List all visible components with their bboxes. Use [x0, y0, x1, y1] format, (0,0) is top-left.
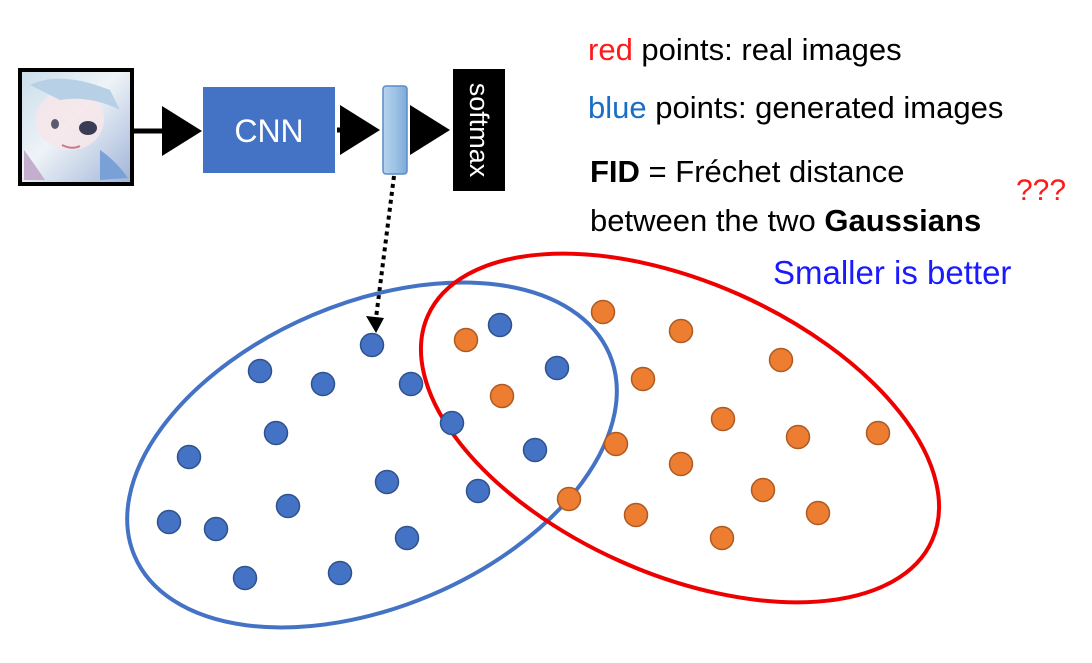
real-point [668, 318, 694, 344]
generated-point [487, 312, 513, 338]
real-point [768, 347, 794, 373]
real-point [603, 431, 629, 457]
fid-gaussians: Gaussians [824, 203, 982, 238]
generated-point [275, 493, 301, 519]
dotted-arrow-to-point [374, 175, 396, 319]
real-point [709, 525, 735, 551]
legend-red-rest: points: real images [632, 32, 902, 67]
legend-blue-rest: points: generated images [646, 90, 1004, 125]
input-image [18, 68, 134, 186]
generated-point [359, 332, 385, 358]
fid-line-1: FID = Fréchet distance [590, 154, 904, 190]
legend-red-word: red [588, 32, 633, 67]
fid-line-2: between the two Gaussians [590, 203, 981, 239]
real-points [453, 299, 891, 551]
dotted-arrow-head [366, 316, 384, 333]
generated-point [439, 410, 465, 436]
real-point [865, 420, 891, 446]
generated-point [374, 469, 400, 495]
generated-point [247, 358, 273, 384]
generated-point [394, 525, 420, 551]
real-point [489, 383, 515, 409]
legend-blue-word: blue [588, 90, 647, 125]
generated-point [522, 437, 548, 463]
fid-definition-2: between the two [590, 203, 825, 238]
generated-point [310, 371, 336, 397]
real-point [750, 477, 776, 503]
legend-blue: blue points: generated images [588, 90, 1003, 126]
real-point [805, 500, 831, 526]
real-point [556, 486, 582, 512]
cnn-label: CNN [234, 113, 303, 149]
real-point [668, 451, 694, 477]
fid-definition-1: = Fréchet distance [639, 154, 905, 189]
generated-point [232, 565, 258, 591]
generated-point [203, 516, 229, 542]
question-marks: ??? [1016, 174, 1067, 207]
softmax-box [453, 69, 505, 191]
real-point [590, 299, 616, 325]
real-point [630, 366, 656, 392]
softmax-label: softmax [464, 83, 494, 178]
real-gaussian-ellipse [418, 251, 942, 605]
smaller-is-better-note: Smaller is better [773, 254, 1012, 291]
generated-gaussian-ellipse [125, 280, 619, 630]
generated-point [263, 420, 289, 446]
real-point [710, 406, 736, 432]
generated-point [398, 371, 424, 397]
real-point [623, 502, 649, 528]
legend-red: red points: real images [588, 32, 902, 68]
generated-point [465, 478, 491, 504]
real-point [453, 327, 479, 353]
feature-vector-bar [382, 85, 408, 175]
generated-point [176, 444, 202, 470]
generated-point [544, 355, 570, 381]
cnn-box [203, 87, 335, 173]
generated-points [156, 312, 570, 591]
fid-term: FID [590, 154, 640, 189]
generated-point [327, 560, 353, 586]
generated-point [156, 509, 182, 535]
real-point [785, 424, 811, 450]
